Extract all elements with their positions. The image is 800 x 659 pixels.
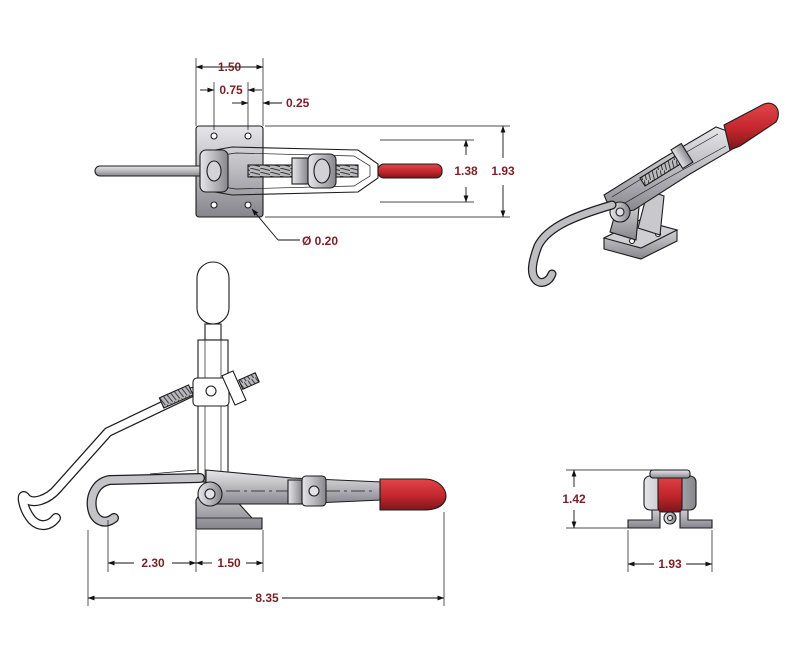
top-mount-hole	[244, 132, 252, 140]
dim-top-edge-offset: 0.25	[286, 96, 310, 110]
top-view	[94, 125, 443, 218]
side-closed-nut	[287, 479, 303, 505]
isometric-view	[527, 102, 779, 287]
dim-top-hole-spacing: 0.75	[219, 83, 243, 97]
side-red-handle-grip	[379, 478, 447, 511]
dim-top-inner-height: 1.38	[454, 164, 478, 178]
dim-end-width: 1.93	[658, 557, 682, 571]
side-view	[17, 261, 447, 530]
dim-side-base-width: 1.50	[217, 556, 241, 570]
dim-hole-diameter: Ø 0.20	[302, 234, 338, 248]
dim-end-height: 1.42	[562, 492, 586, 506]
dim-top-overall-height: 1.93	[491, 164, 515, 178]
top-view-dimensions: 1.50 0.75 0.25 1.38 1.93 Ø 0.20	[195, 58, 515, 248]
side-vertical-handle-red-cap	[196, 261, 230, 325]
side-closed-hook-rod	[86, 473, 205, 527]
side-view-dimensions: 2.30 1.50 8.35	[87, 512, 445, 606]
dim-top-width: 1.50	[218, 60, 242, 74]
side-open-hook-rod	[17, 387, 197, 530]
top-adjust-nut	[291, 157, 309, 185]
iso-red-handle	[723, 102, 779, 151]
dim-side-overall-length: 8.35	[255, 591, 279, 605]
top-mount-hole	[210, 201, 218, 209]
end-view-dimensions: 1.42 1.93	[562, 469, 713, 572]
top-mount-hole	[244, 201, 252, 209]
top-hook-rod	[94, 165, 213, 177]
side-vertical-handle-arm	[197, 339, 229, 483]
end-red-handle	[657, 473, 683, 513]
side-open-threaded-section	[158, 384, 194, 409]
top-mount-hole	[210, 132, 218, 140]
dim-side-hook-reach: 2.30	[141, 556, 165, 570]
top-red-handle	[377, 163, 443, 179]
end-view	[627, 469, 713, 529]
